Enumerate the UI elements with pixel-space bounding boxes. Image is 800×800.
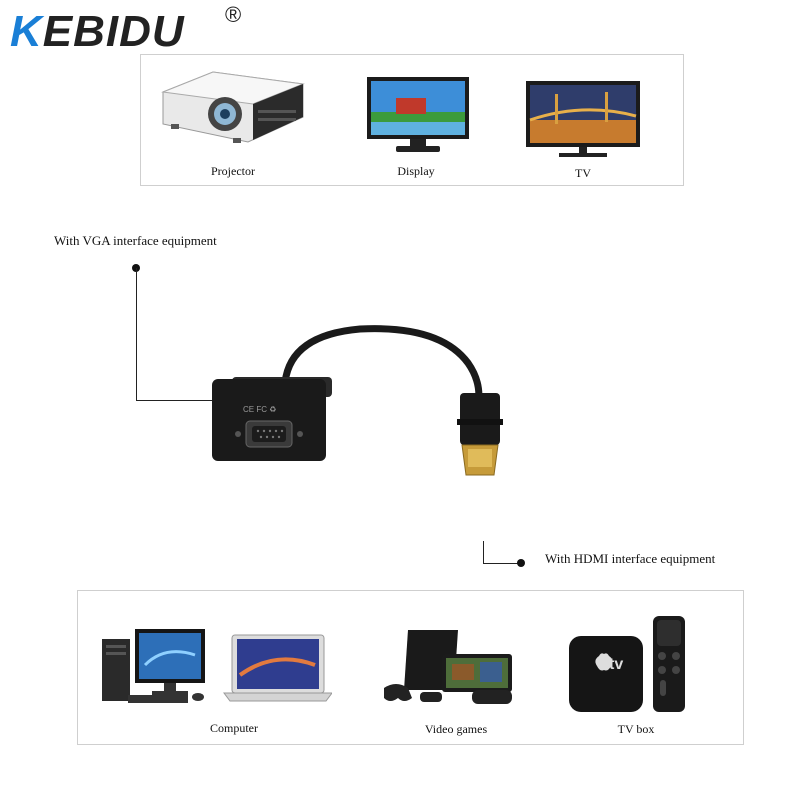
vga-equipment-label: With VGA interface equipment: [54, 233, 217, 248]
hdmi-equipment-label: With HDMI interface equipment: [545, 551, 716, 566]
game-console-icon: [384, 630, 512, 704]
vga-leader-line: [136, 400, 212, 401]
adapter-certification-marks: CE FC ♻: [243, 405, 277, 414]
hdmi-leader-line: [483, 563, 519, 564]
caption-computer: Computer: [210, 721, 258, 735]
vga-leader-line: [136, 268, 137, 400]
vga-hdmi-adapter: [212, 325, 503, 476]
computer-icon: [102, 629, 332, 703]
hdmi-leader-dot: [517, 559, 525, 567]
monitor-icon: [367, 77, 469, 152]
tv-box-icon: [569, 616, 685, 712]
hdmi-leader-line: [483, 541, 484, 563]
registered-mark: ®: [225, 2, 242, 27]
tv-icon: [526, 81, 640, 157]
caption-video-games: Video games: [424, 722, 488, 736]
tv-box-logo-text: tv: [609, 656, 624, 673]
caption-display: Display: [397, 164, 435, 178]
projector-icon: [161, 71, 305, 143]
brand-logo: KEBIDU: [10, 7, 185, 56]
caption-projector: Projector: [211, 164, 255, 178]
caption-tv-box: TV box: [617, 722, 655, 736]
caption-tv: TV: [575, 166, 591, 180]
